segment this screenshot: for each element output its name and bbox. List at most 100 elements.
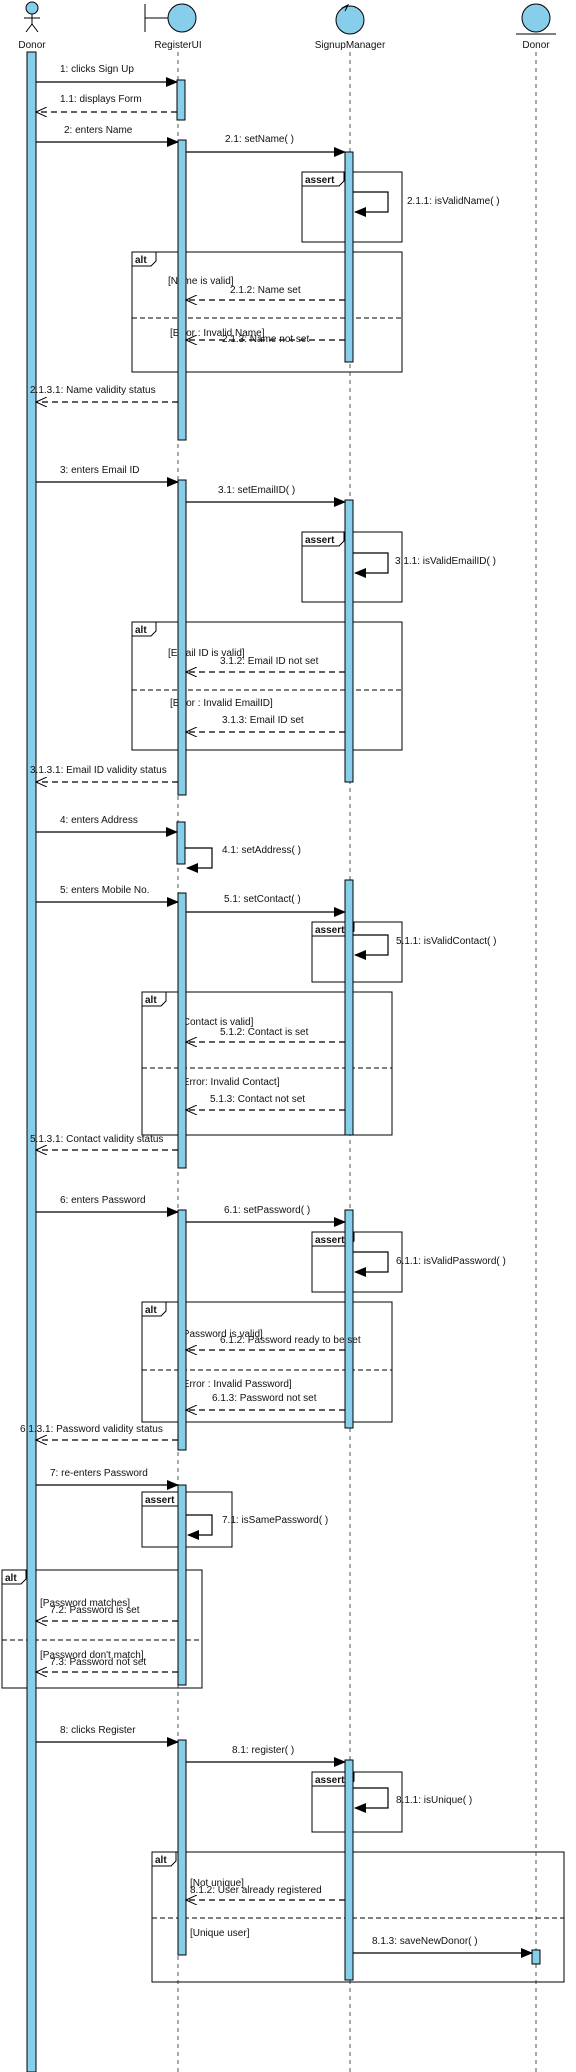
message-label: 5.1.3: Contact not set: [210, 1094, 305, 1105]
message-label: 8.1: register( ): [232, 1745, 294, 1756]
fragment-operator: alt: [135, 625, 147, 636]
message: 8.1: register( ): [186, 1745, 346, 1767]
lifeline-name: Donor: [522, 40, 550, 51]
message-label: 3.1.3.1: Email ID validity status: [30, 765, 167, 776]
message-label: 3.1.1: isValidEmailID( ): [395, 556, 496, 567]
lifeline-name: Donor: [18, 40, 46, 51]
activation-bar: [344, 151, 354, 363]
activation-bar: [177, 1209, 187, 1451]
message-label: 1: clicks Sign Up: [60, 64, 134, 75]
message-label: 3.1.2: Email ID not set: [220, 656, 319, 667]
boundary-icon: [144, 3, 197, 33]
guard-condition: [Error : Invalid EmailID]: [170, 698, 273, 709]
message: 7.1: isSamePassword( ): [186, 1514, 328, 1540]
message-label: 2.1: setName( ): [225, 134, 294, 145]
fragment-operator: alt: [145, 995, 157, 1006]
message-label: 6.1.3: Password not set: [212, 1393, 317, 1404]
guard-condition: [Unique user]: [190, 1928, 250, 1939]
message: 3.1.3: Email ID set: [186, 715, 345, 732]
alt-fragment: alt [Email ID is valid] [Error : Invalid E…: [131, 621, 403, 751]
activation-bar: [177, 139, 187, 441]
message-label: 2.1.2: Name set: [230, 285, 301, 296]
activation-bar: [176, 79, 186, 121]
message: 8.1.1: isUnique( ): [353, 1787, 472, 1813]
message-label: 5.1.1: isValidContact( ): [396, 936, 496, 947]
message-label: 6.1.2: Password ready to be set: [220, 1335, 361, 1346]
message-label: 2.1.1: isValidName( ): [407, 196, 500, 207]
activation-bar: [344, 1209, 354, 1429]
message: 2.1.3: Name not set: [186, 334, 345, 345]
message-label: 2.1.3.1: Name validity status: [30, 385, 156, 396]
self-message-arrow: [185, 847, 213, 873]
lifeline-name: SignupManager: [315, 40, 386, 51]
guard-condition: [Email ID is valid]: [168, 648, 245, 659]
control-icon: [335, 3, 365, 35]
activation-bar: [177, 479, 187, 796]
message-label: 1.1: displays Form: [60, 94, 142, 105]
self-message-arrow: [353, 1787, 389, 1813]
fragment-operator: alt: [135, 255, 147, 266]
fragment-operator-tab: [301, 171, 345, 187]
fragment-operator-tab: [141, 991, 167, 1007]
fragment-operator-tab: [301, 531, 345, 547]
fragment-frame: [131, 621, 403, 751]
self-message-arrow: [353, 934, 389, 960]
message-label: 6.1.1: isValidPassword( ): [396, 1256, 506, 1267]
message: 1: clicks Sign Up: [36, 64, 178, 87]
message-label: 2.1.3: Name not set: [222, 334, 309, 345]
guard-condition: [Password is valid]: [180, 1329, 263, 1340]
activation-bar: [176, 821, 186, 865]
fragment-frame: [131, 251, 403, 373]
message: 3.1.1: isValidEmailID( ): [353, 552, 496, 578]
message-label: 3.1.3: Email ID set: [222, 715, 304, 726]
message-label: 7: re-enters Password: [50, 1468, 148, 1479]
message-label: 4.1: setAddress( ): [222, 845, 301, 856]
message: 7: re-enters Password: [36, 1468, 179, 1490]
message: 8.1.2: User already registered: [186, 1885, 345, 1900]
message: 1.1: displays Form: [36, 94, 177, 112]
message-label: 2: enters Name: [64, 125, 133, 136]
message: 8: clicks Register: [36, 1725, 179, 1747]
activation-bar: [531, 1949, 541, 1965]
message: 5.1: setContact( ): [186, 894, 346, 917]
fragment-operator-tab: [131, 251, 157, 267]
actor-icon: [24, 1, 40, 33]
message-label: 3: enters Email ID: [60, 465, 139, 476]
message-label: 5.1: setContact( ): [224, 894, 301, 905]
message: 6.1.3.1: Password validity status: [20, 1424, 178, 1440]
message: 6.1.3: Password not set: [186, 1393, 345, 1410]
self-message-arrow: [353, 191, 389, 217]
alt-fragment: alt[Not unique][Unique user]: [151, 1851, 565, 1983]
fragment-frame: [151, 1851, 565, 1983]
fragment-operator: assert: [145, 1495, 175, 1506]
guard-condition: [Contact is valid]: [180, 1017, 254, 1028]
fragment-frame: [1, 1569, 203, 1689]
message: 4.1: setAddress( ): [185, 845, 301, 873]
message-label: 5: enters Mobile No.: [60, 885, 150, 896]
fragment-operator: assert: [315, 1775, 345, 1786]
lifeline-name: RegisterUI: [154, 40, 201, 51]
message-label: 7.2: Password is set: [50, 1605, 140, 1616]
guard-condition: [Not unique]: [190, 1878, 244, 1889]
assert-fragment: assert: [141, 1491, 233, 1548]
activation-bar: [344, 499, 354, 783]
guard-condition: [Password don't match]: [40, 1650, 144, 1661]
fragment-frame: [141, 991, 393, 1136]
message-label: 7.1: isSamePassword( ): [222, 1515, 328, 1526]
activations: [26, 51, 541, 2072]
lifeline-head-donor-actor: Donor: [18, 1, 46, 51]
guard-condition: [Name is valid]: [168, 276, 234, 287]
fragments: assert alt [Name is valid] [Error : Invalid…: [1, 171, 565, 1983]
fragment-frame: [141, 1491, 233, 1548]
message-label: 5.1.2: Contact is set: [220, 1027, 309, 1038]
message: 2: enters Name: [36, 125, 179, 147]
message: 5.1.2: Contact is set: [186, 1027, 345, 1042]
fragment-operator: alt: [5, 1573, 17, 1584]
fragment-operator-tab: [1, 1569, 27, 1585]
message: 6.1: setPassword( ): [186, 1205, 346, 1227]
self-message-arrow: [186, 1514, 213, 1540]
message: 8.1.3: saveNewDonor( ): [353, 1936, 533, 1958]
message: 7.2: Password is set: [36, 1605, 178, 1621]
activation-bar: [26, 51, 37, 2072]
